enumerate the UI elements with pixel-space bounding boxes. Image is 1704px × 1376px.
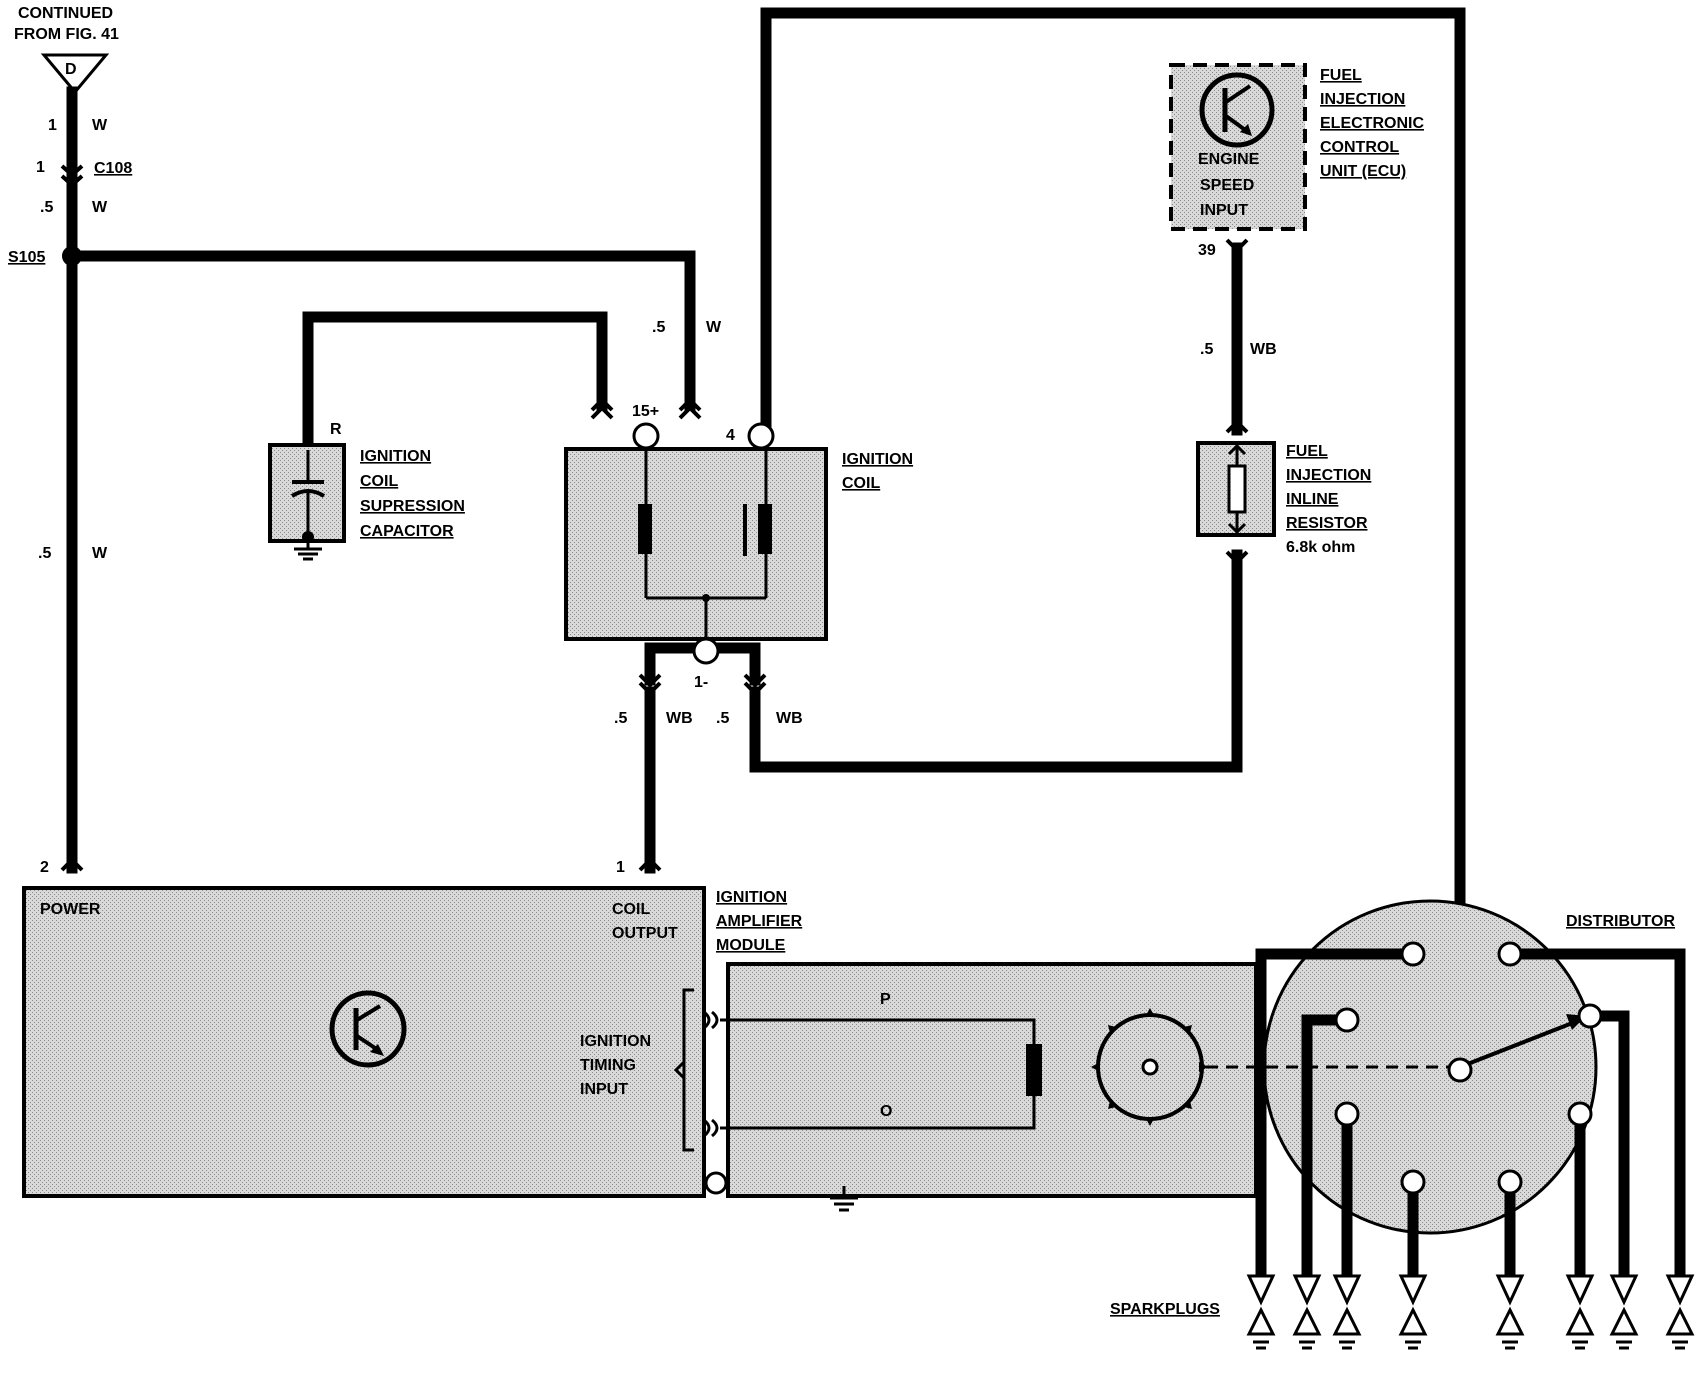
wire-gauge-7: .5 (1200, 341, 1213, 358)
coil-terminal-4 (747, 422, 775, 450)
resistor-label-3: INLINE (1286, 491, 1339, 508)
coil-pin-1-minus: 1- (694, 674, 708, 691)
splice-s105-dot (62, 246, 82, 266)
inline-resistor (1196, 441, 1276, 537)
sparkplug-icons (1246, 1274, 1695, 1336)
capacitor-label-3: SUPRESSION (360, 498, 465, 515)
ecu-label-4: CONTROL (1320, 139, 1399, 156)
wire-color-w-4: W (706, 319, 722, 336)
wire-color-w-2: W (92, 199, 108, 216)
ecu-label-1: FUEL (1320, 67, 1362, 84)
coil-pin-4: 4 (726, 427, 735, 444)
ecu-inner-3: INPUT (1200, 202, 1248, 219)
capacitor-label-4: CAPACITOR (360, 523, 454, 540)
distributor-terminals (1334, 941, 1603, 1195)
coil-label-2: COIL (842, 475, 880, 492)
ecu-inner-2: SPEED (1200, 177, 1254, 194)
sparkplugs-label: SPARKPLUGS (1110, 1301, 1220, 1318)
wire-pin-1: 1 (48, 117, 57, 134)
amp-label-3: MODULE (716, 937, 786, 954)
wires (66, 7, 1466, 1076)
ignition-coil (564, 447, 828, 646)
ground-icon-amp (830, 1186, 858, 1212)
pickup-p-label: P (880, 991, 891, 1008)
resistor-label-4: RESISTOR (1286, 515, 1368, 532)
resistor-label-2: INJECTION (1286, 467, 1371, 484)
coil-terminal-1 (692, 637, 720, 665)
connector-d-icon: D (40, 53, 110, 95)
amp-timing-input-1: IGNITION (580, 1033, 651, 1050)
coil-label-1: IGNITION (842, 451, 913, 468)
ecu-box (1169, 63, 1307, 231)
capacitor-label-2: COIL (360, 473, 398, 490)
amp-timing-input-2: TIMING (580, 1057, 636, 1074)
coil-terminal-15 (632, 422, 660, 450)
pickup-o-label: O (880, 1103, 892, 1120)
capacitor-label-1: IGNITION (360, 448, 431, 465)
ecu-label-2: INJECTION (1320, 91, 1405, 108)
wire-color-w-3: W (92, 545, 108, 562)
ecu-label-3: ELECTRONIC (1320, 115, 1424, 132)
wire-color-w-1: W (92, 117, 108, 134)
wire-gauge-5: .5 (614, 710, 627, 727)
amp-pin-1: 1 (616, 859, 625, 876)
wire-gauge-3: .5 (38, 545, 51, 562)
ignition-amplifier-module (22, 886, 1460, 1198)
amp-label-1: IGNITION (716, 889, 787, 906)
pickup-connectors (703, 1010, 719, 1138)
continued-label-line1: CONTINUED (18, 5, 113, 22)
distributor-label: DISTRIBUTOR (1566, 913, 1675, 930)
ecu-inner-1: ENGINE (1198, 151, 1260, 168)
wire-gauge-6: .5 (716, 710, 729, 727)
ground-icon-capacitor (294, 541, 322, 561)
coil-pin-15: 15+ (632, 403, 659, 420)
connector-d-letter: D (65, 61, 77, 78)
wire-color-wb-7: WB (1250, 341, 1277, 358)
reluctor-teeth-icon (1091, 1008, 1208, 1126)
wire-color-wb-6: WB (776, 710, 803, 727)
continued-label-line2: FROM FIG. 41 (14, 26, 119, 43)
amp-pin-2: 2 (40, 859, 49, 876)
sparkplug-ground-icons (1253, 1340, 1688, 1350)
amp-coil-output-1: COIL (612, 901, 650, 918)
amp-coil-output-2: OUTPUT (612, 925, 678, 942)
amp-power-label: POWER (40, 901, 101, 918)
amp-ground-terminal (704, 1171, 728, 1195)
splice-s105-label: S105 (8, 249, 45, 266)
resistor-value: 6.8k ohm (1286, 539, 1355, 556)
amp-label-2: AMPLIFIER (716, 913, 803, 930)
connector-chevrons (60, 164, 1249, 872)
ecu-label-5: UNIT (ECU) (1320, 163, 1406, 180)
wire-color-wb-5: WB (666, 710, 693, 727)
suppression-capacitor (268, 443, 346, 543)
wire-gauge-4: .5 (652, 319, 665, 336)
connector-c108-label: C108 (94, 160, 132, 177)
c108-pin: 1 (36, 159, 45, 176)
wire-gauge-2: .5 (40, 199, 53, 216)
resistor-label-1: FUEL (1286, 443, 1328, 460)
capacitor-wire-color: R (330, 421, 342, 438)
ecu-pin-39: 39 (1198, 242, 1216, 259)
amp-timing-input-3: INPUT (580, 1081, 628, 1098)
